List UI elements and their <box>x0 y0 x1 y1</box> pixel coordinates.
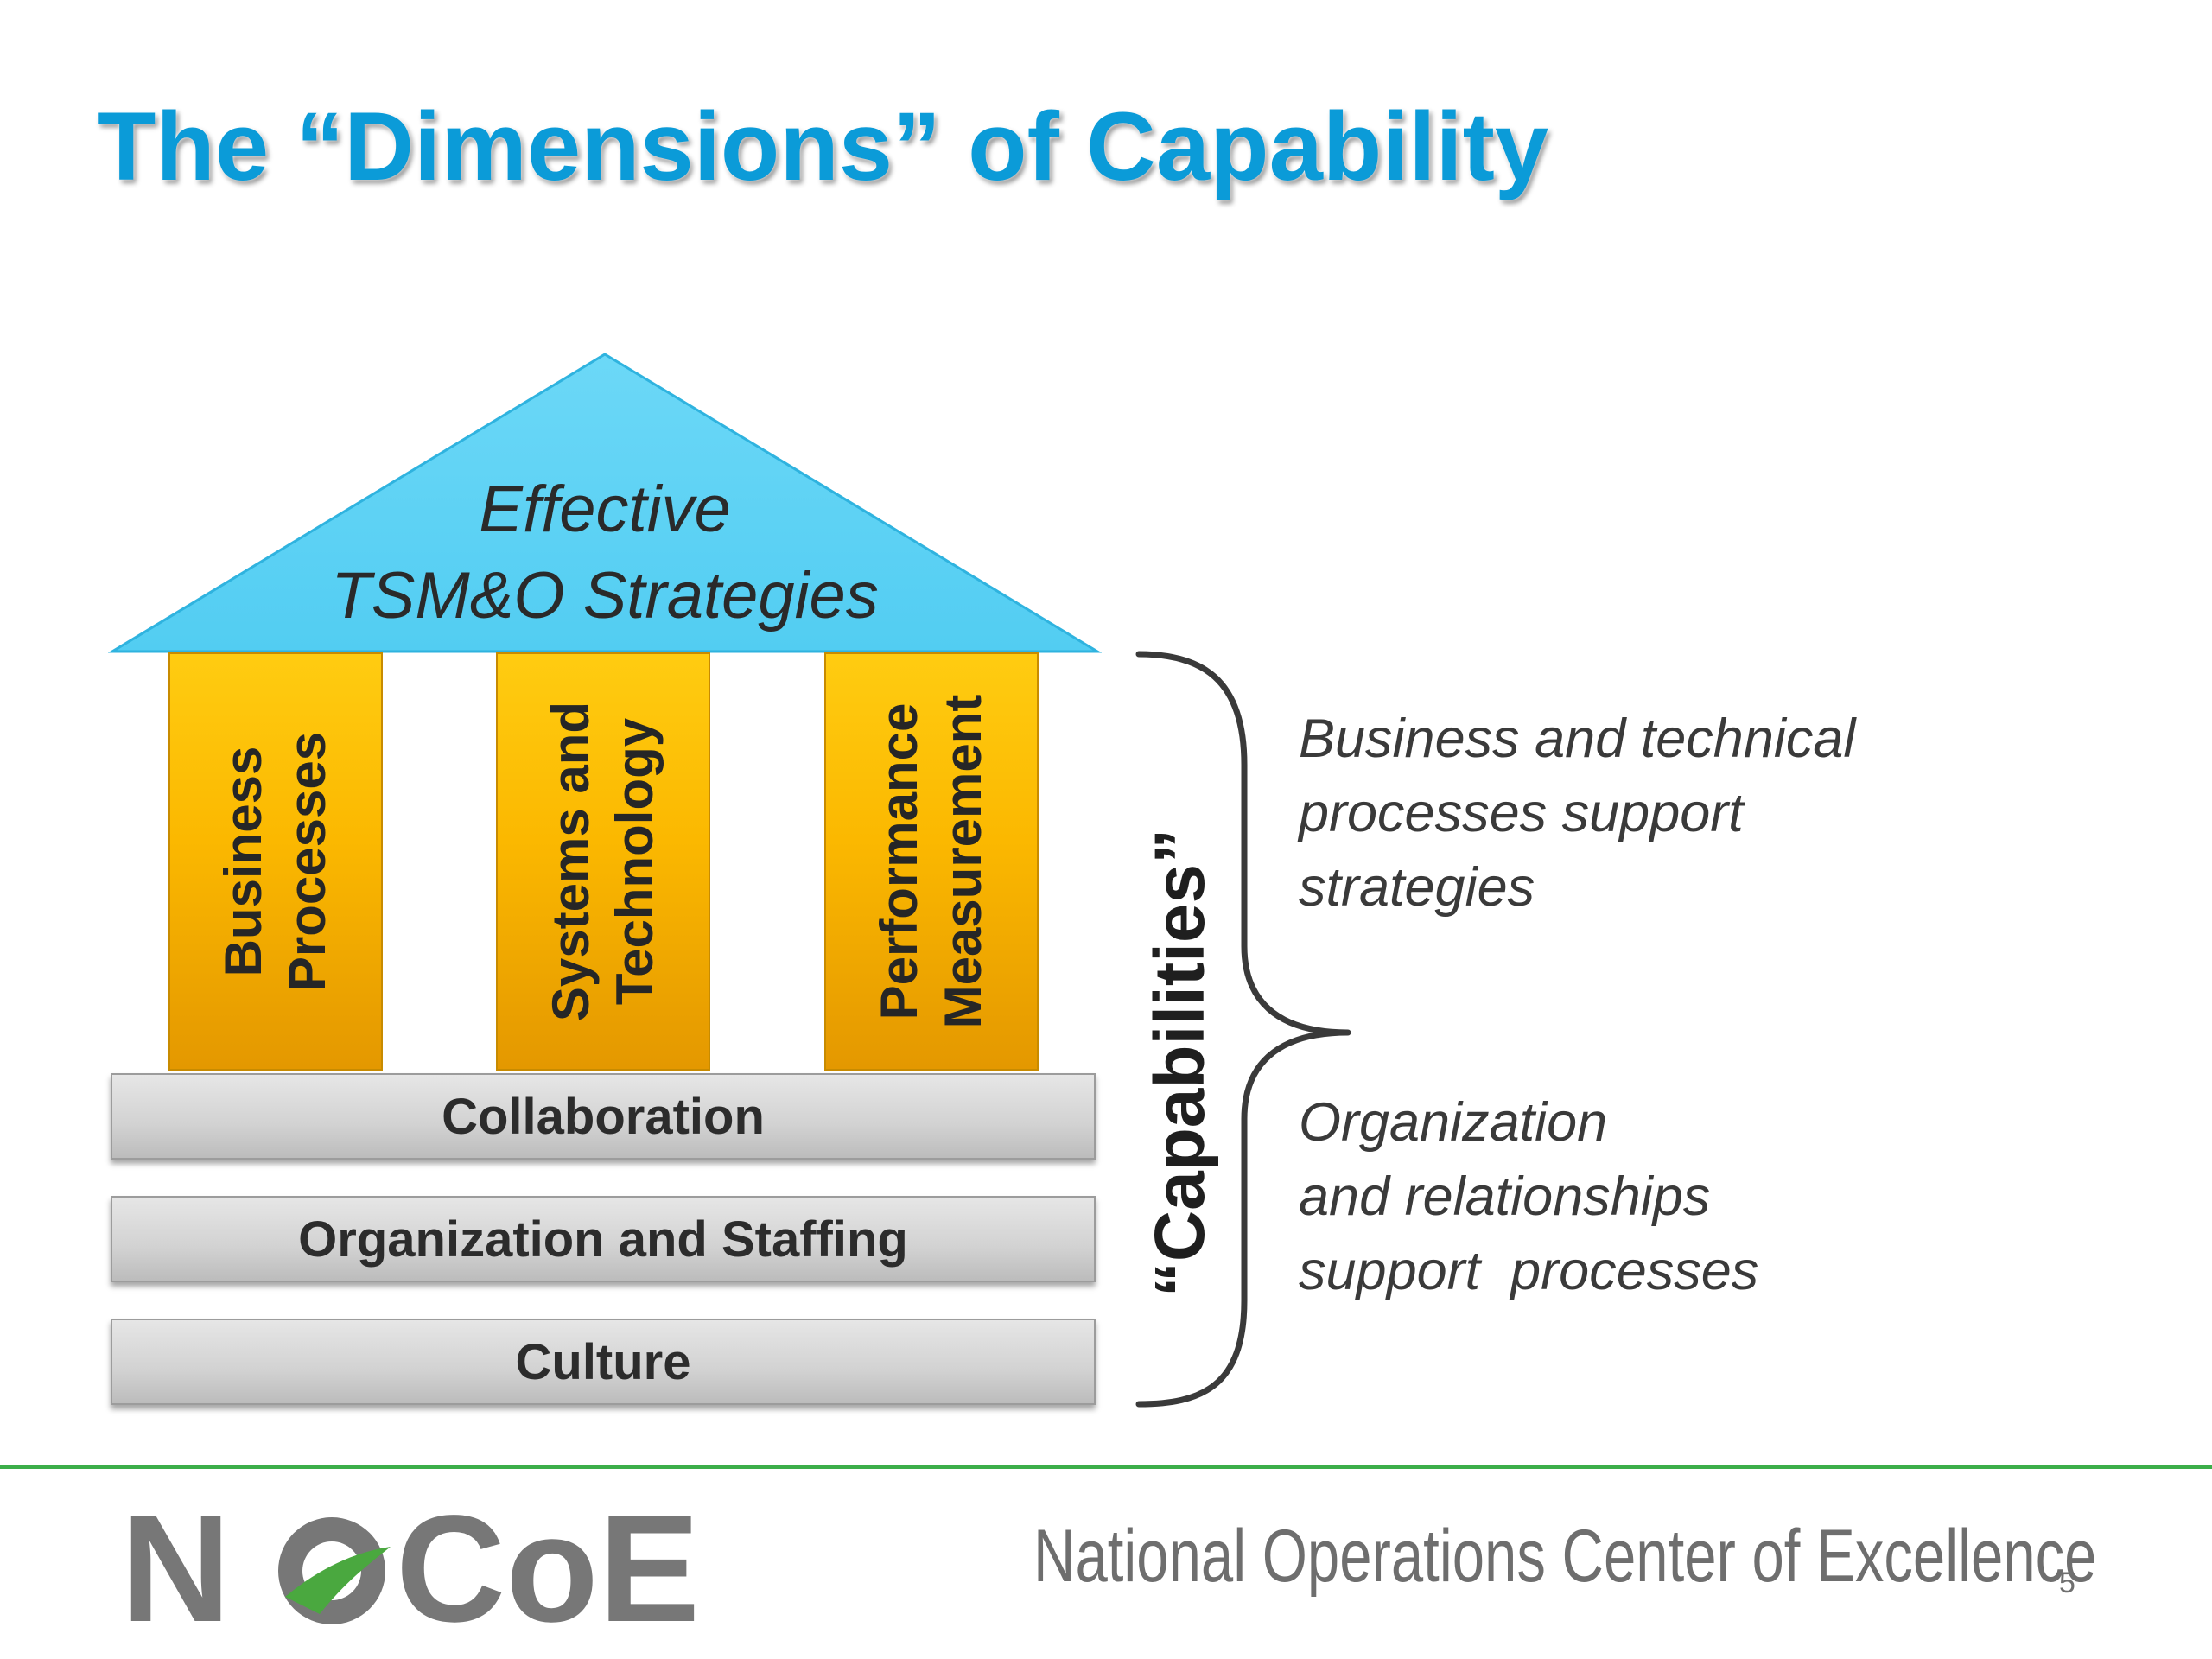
capabilities-label: “Capabilities” <box>1141 828 1219 1298</box>
slide-title: The “Dimensions” of Capability <box>97 92 1549 200</box>
foundation-organization-and-staffing: Organization and Staffing <box>111 1196 1096 1282</box>
pillar-label-line-1: Business <box>214 746 272 977</box>
pillar-systems-and-technology: Systems and Technology <box>496 652 710 1071</box>
pillar-label: Systems and Technology <box>539 702 667 1021</box>
svg-text:CoE: CoE <box>396 1493 700 1640</box>
foundation-collaboration: Collaboration <box>111 1073 1096 1160</box>
curly-brace <box>1135 651 1351 1408</box>
pillar-label: Performance Measurement <box>868 695 995 1029</box>
roof-label-line-1: Effective <box>479 473 731 546</box>
page-number: 5 <box>2059 1567 2075 1599</box>
pillar-label-line-1: Systems and <box>542 701 600 1022</box>
footer-divider <box>0 1465 2212 1469</box>
pillar-performance-measurement: Performance Measurement <box>824 652 1039 1071</box>
note-organization-supports-processes: Organization and relationships support p… <box>1299 1092 1759 1301</box>
nocoe-logo: N CoE <box>121 1493 700 1640</box>
pillar-label: Business Processes <box>212 732 340 991</box>
svg-text:N: N <box>121 1493 231 1640</box>
logo-o-road-icon <box>278 1517 391 1624</box>
pillar-label-line-2: Measurement <box>934 694 992 1029</box>
roof-label: Effective TSM&O Strategies <box>190 467 1020 639</box>
note-processes-support-strategies: Business and technical processes support… <box>1299 709 1856 918</box>
pillar-label-line-1: Performance <box>870 702 928 1020</box>
pillar-label-line-2: Processes <box>278 731 336 992</box>
footer-organization-name: National Operations Center of Excellence <box>1033 1515 2097 1598</box>
pillar-business-processes: Business Processes <box>168 652 383 1071</box>
roof-label-line-2: TSM&O Strategies <box>331 559 879 632</box>
foundation-culture: Culture <box>111 1319 1096 1405</box>
pillar-label-line-2: Technology <box>606 717 664 1006</box>
roof-pediment <box>108 353 1102 653</box>
